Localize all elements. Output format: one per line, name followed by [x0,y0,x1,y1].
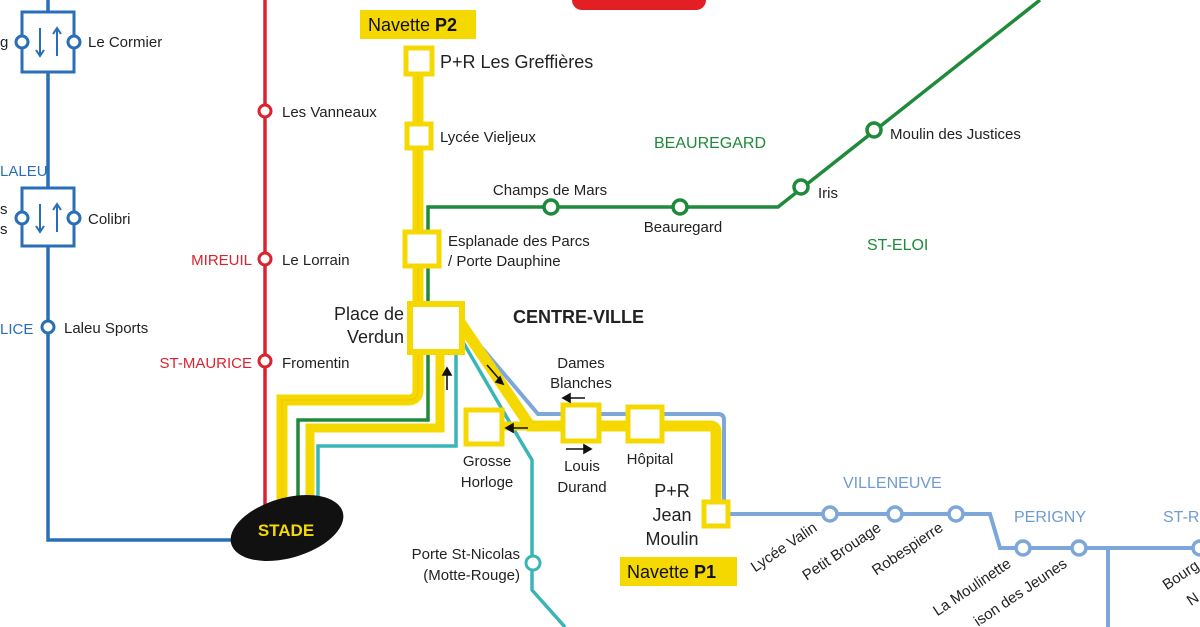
yellow-line [276,60,722,520]
station-beauregard[interactable]: Beauregard [644,219,722,236]
blue-line [14,0,240,542]
station-louis-durand-2[interactable]: Durand [557,479,606,496]
district-st-maurice: ST-MAURICE [159,355,252,372]
station-pr-greffieres[interactable]: P+R Les Greffières [440,52,593,72]
district-mireuil: MIREUIL [191,252,252,269]
stade-label: STADE [258,521,314,540]
station-moulin-des-justices[interactable]: Moulin des Justices [890,126,1021,143]
station-cut-g: g [0,34,8,51]
navette-p2-code: P2 [435,15,457,35]
station-porte-st-nicolas-2[interactable]: (Motte-Rouge) [423,567,520,584]
station-esplanade-2[interactable]: / Porte Dauphine [448,253,561,270]
station-pr-jean-moulin-1[interactable]: P+R [654,481,690,501]
svg-text:Navette P1: Navette P1 [627,562,716,582]
station-pr-jean-moulin-2[interactable]: Jean [652,505,691,525]
station-porte-st-nicolas-1[interactable]: Porte St-Nicolas [412,546,520,563]
station-laleu-sports[interactable]: Laleu Sports [64,320,148,337]
direction-arrows [441,364,593,455]
top-red-banner [572,0,706,10]
district-villeneuve: VILLENEUVE [843,475,942,492]
station-hopital[interactable]: Hôpital [627,451,674,468]
red-line [257,0,273,520]
navette-p2-prefix: Navette [368,15,435,35]
station-n-cut: N [1184,589,1200,609]
station-esplanade-1[interactable]: Esplanade des Parcs [448,233,590,250]
navette-p2-badge[interactable]: Navette P2 [360,10,476,39]
station-grosse-horloge-2[interactable]: Horloge [461,474,514,491]
station-lycee-vieljeux[interactable]: Lycée Vieljeux [440,129,536,146]
station-maison-des-jeunes[interactable]: ison des Jeunes [971,555,1070,627]
station-le-lorrain[interactable]: Le Lorrain [282,252,350,269]
station-bourg-cut[interactable]: Bourg [1160,557,1200,593]
district-st-r: ST-R [1163,509,1199,526]
district-perigny: PERIGNY [1014,509,1086,526]
stade-hub[interactable]: STADE [223,483,351,573]
light-blue-line [458,320,1200,627]
station-grosse-horloge-1[interactable]: Grosse [463,453,511,470]
navette-p1-code: P1 [694,562,716,582]
station-champs-de-mars[interactable]: Champs de Mars [493,182,607,199]
station-place-verdun-2[interactable]: Verdun [347,327,404,347]
station-place-verdun-1[interactable]: Place de [334,304,404,324]
district-lice: LICE [0,321,33,338]
navette-p1-badge[interactable]: Navette P1 [620,557,737,586]
station-dames-blanches-2[interactable]: Blanches [550,375,612,392]
teal-line [316,329,567,627]
station-louis-durand-1[interactable]: Louis [564,458,600,475]
station-fromentin[interactable]: Fromentin [282,355,350,372]
station-cut-s1: s [0,201,8,218]
district-st-eloi: ST-ELOI [867,237,928,254]
district-laleu: LALEU [0,163,48,180]
district-beauregard: BEAUREGARD [654,135,766,152]
station-le-cormier[interactable]: Le Cormier [88,34,162,51]
yellow-stations [402,45,731,529]
svg-text:Navette P2: Navette P2 [368,15,457,35]
station-iris[interactable]: Iris [818,185,838,202]
station-les-vanneaux[interactable]: Les Vanneaux [282,104,377,121]
district-centre-ville: CENTRE-VILLE [513,307,644,327]
station-pr-jean-moulin-3[interactable]: Moulin [645,529,698,549]
station-colibri[interactable]: Colibri [88,211,131,228]
station-cut-s2: s [0,221,8,238]
station-dames-blanches-1[interactable]: Dames [557,355,605,372]
navette-p1-prefix: Navette [627,562,694,582]
